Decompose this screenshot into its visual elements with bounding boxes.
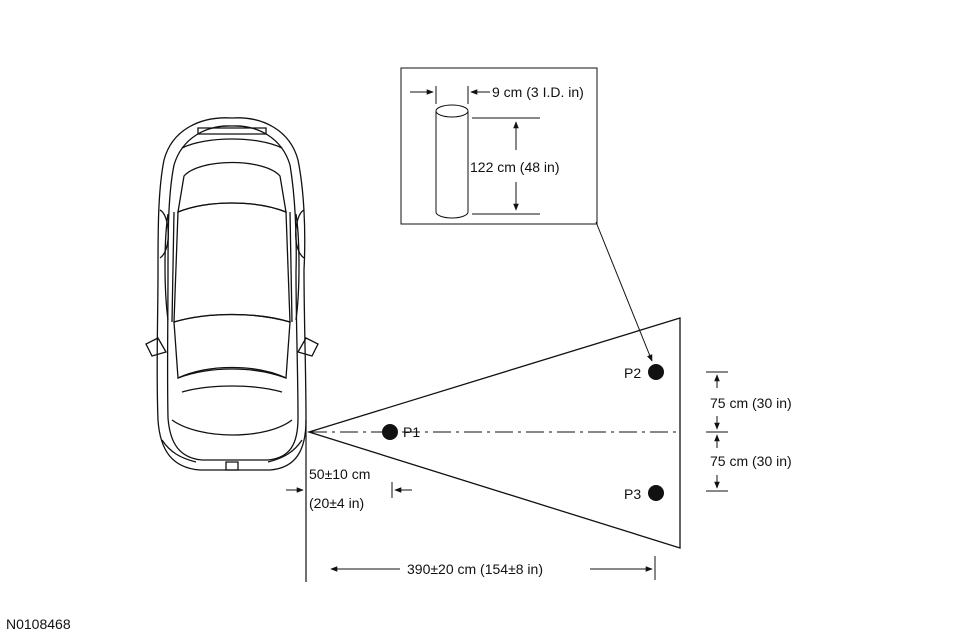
offset-label-metric: 50±10 cm bbox=[309, 466, 370, 482]
figure-id: N0108468 bbox=[6, 616, 71, 632]
test-cylinder bbox=[435, 104, 469, 219]
offset-label-imperial: (20±4 in) bbox=[309, 495, 364, 511]
lower-spacing-label: 75 cm (30 in) bbox=[710, 453, 792, 469]
point-p1-marker bbox=[382, 424, 398, 440]
point-p3-label: P3 bbox=[624, 486, 641, 502]
point-p1-label: P1 bbox=[403, 424, 420, 440]
inset-frame bbox=[400, 67, 598, 225]
offset-dimension: 50±10 cm (20±4 in) bbox=[286, 466, 412, 511]
length-dimension: 390±20 cm (154±8 in) bbox=[330, 556, 656, 580]
point-p2-marker bbox=[648, 364, 664, 380]
cylinder-inset: 9 cm (3 I.D. in) 122 cm (48 in) bbox=[400, 67, 598, 225]
cylinder-diameter-label: 9 cm (3 I.D. in) bbox=[492, 84, 584, 100]
cylinder-height-label: 122 cm (48 in) bbox=[470, 159, 559, 175]
detection-zone bbox=[306, 317, 681, 549]
upper-spacing-label: 75 cm (30 in) bbox=[710, 395, 792, 411]
vehicle-top-view bbox=[145, 117, 319, 471]
point-p3-marker bbox=[648, 485, 664, 501]
length-label: 390±20 cm (154±8 in) bbox=[407, 561, 543, 577]
inset-leader-arrow bbox=[595, 221, 653, 362]
point-p3: P3 bbox=[624, 485, 664, 502]
point-p1: P1 bbox=[382, 424, 420, 440]
point-p2: P2 bbox=[624, 364, 664, 381]
lateral-spacing-dimensions: 75 cm (30 in) 75 cm (30 in) bbox=[706, 371, 792, 492]
point-p2-label: P2 bbox=[624, 365, 641, 381]
